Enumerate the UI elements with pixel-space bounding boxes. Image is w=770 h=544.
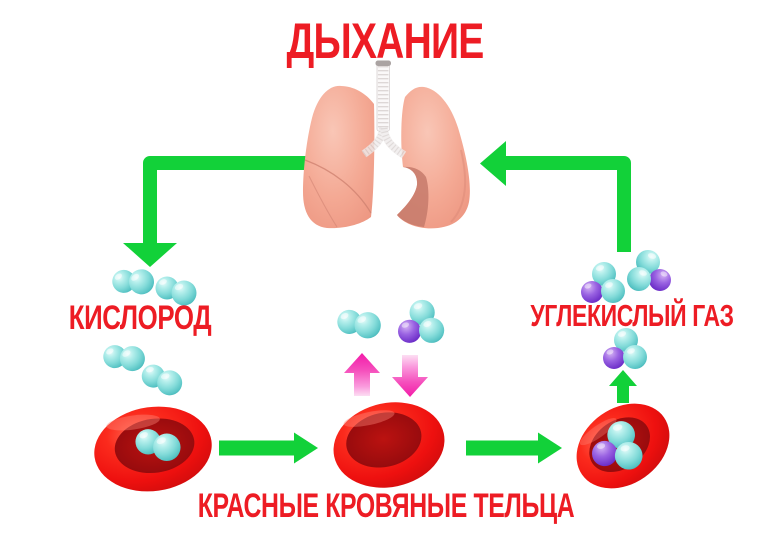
lungs-icon xyxy=(303,60,470,229)
trachea-icon xyxy=(375,60,391,132)
red-blood-cell-right-icon xyxy=(576,403,670,489)
exchange-molecules-icon xyxy=(336,299,445,343)
red-blood-cell-middle-icon xyxy=(333,402,445,488)
left-lung-icon xyxy=(303,85,375,229)
diagram-title: ДЫХАНИЕ xyxy=(286,13,485,69)
red-blood-cell-left-icon xyxy=(94,406,212,492)
cardiac-notch-shadow xyxy=(397,166,429,227)
arrow-cell-middle-to-right-icon xyxy=(466,432,562,464)
gas-exchange-up-arrow-icon xyxy=(344,353,380,396)
gas-exchange-down-arrow-icon xyxy=(392,355,428,397)
arrow-lungs-to-oxygen-icon xyxy=(123,156,310,267)
arrow-cell-to-co2-icon xyxy=(609,370,637,403)
arrow-co2-to-lungs-icon xyxy=(480,141,631,252)
carbon-dioxide-label: УГЛЕКИСЛЫЙ ГАЗ xyxy=(530,298,734,333)
red-blood-cells-label: КРАСНЫЕ КРОВЯНЫЕ ТЕЛЬЦА xyxy=(197,487,575,525)
arrow-cell-left-to-middle-icon xyxy=(219,432,318,464)
oxygen-label: КИСЛОРОД xyxy=(68,299,212,337)
bronchi-icon xyxy=(361,127,407,159)
